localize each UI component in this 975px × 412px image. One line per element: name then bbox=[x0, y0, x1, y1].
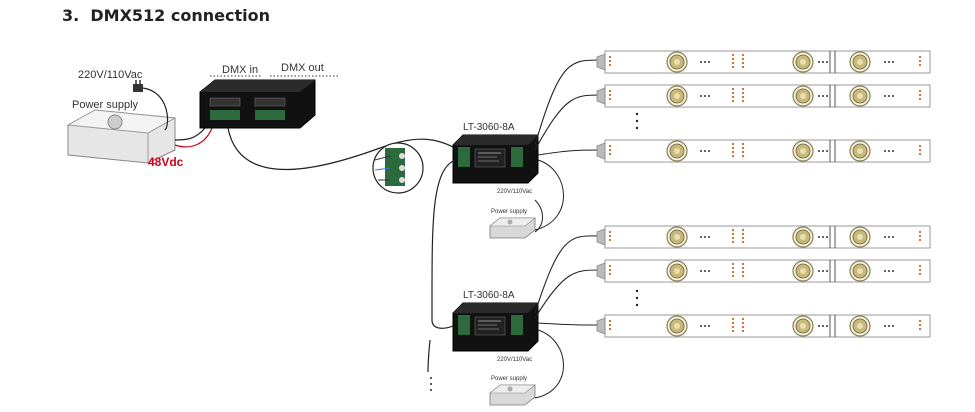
led-strip-2 bbox=[597, 85, 930, 107]
controller-2 bbox=[452, 302, 539, 352]
led-strip-1 bbox=[597, 51, 930, 73]
voltage-label: 48Vdc bbox=[148, 155, 184, 169]
controller-1-supply-label: Power supply bbox=[491, 209, 527, 215]
main-mains-label: 220V/110Vac bbox=[78, 69, 143, 81]
strip-group-1-dots bbox=[635, 112, 639, 130]
controller-1 bbox=[452, 134, 539, 184]
controller-2-mains: 220V/110Vac bbox=[497, 357, 532, 363]
main-supply-label: Power supply bbox=[72, 99, 139, 111]
led-strip-6 bbox=[597, 315, 930, 337]
section-number: 3. bbox=[62, 6, 80, 25]
controller-2-supply-label: Power supply bbox=[491, 376, 527, 382]
controller-2-model: LT-3060-8A bbox=[463, 290, 515, 301]
section-heading: 3. DMX512 connection bbox=[62, 6, 270, 25]
strip-feed-wires bbox=[534, 59, 601, 326]
chain-continuation-dots bbox=[430, 377, 432, 391]
strip-group-2-dots bbox=[635, 289, 639, 307]
section-title: DMX512 connection bbox=[90, 6, 270, 25]
led-strip-3 bbox=[597, 140, 930, 162]
dmx-out-label: DMX out bbox=[281, 62, 324, 74]
main-power-supply bbox=[66, 109, 177, 164]
terminal-zoom-detail bbox=[372, 142, 424, 194]
dmx-decoder-device bbox=[199, 79, 316, 129]
controller-1-power-supply bbox=[489, 217, 536, 239]
controller-1-mains: 220V/110Vac bbox=[497, 189, 532, 195]
dmx-in-label: DMX in bbox=[222, 64, 258, 76]
led-strip-4 bbox=[597, 226, 930, 248]
mains-plug-icon bbox=[133, 80, 143, 92]
led-strip-5 bbox=[597, 260, 930, 282]
controller-1-model: LT-3060-8A bbox=[463, 122, 515, 133]
controller-2-power-supply bbox=[489, 384, 536, 406]
